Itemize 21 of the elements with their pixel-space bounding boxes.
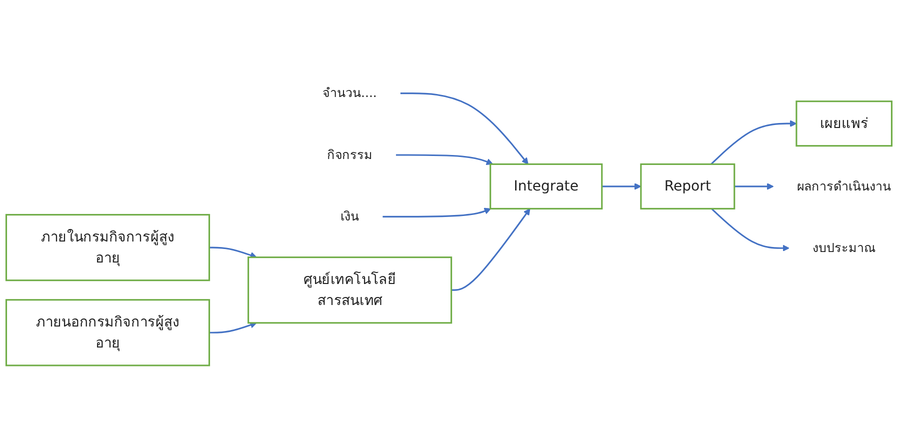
arrow xyxy=(396,154,494,165)
arrow xyxy=(711,208,790,252)
arrow xyxy=(734,182,774,190)
node-text: เงิน xyxy=(340,208,360,224)
node-text: กิจกรรม xyxy=(327,146,372,162)
node-box: Report xyxy=(640,163,736,210)
arrow xyxy=(710,120,797,164)
node-box: ภายนอกกรมกิจการผู้สูงอายุ xyxy=(5,298,210,366)
arrow xyxy=(382,207,492,218)
arrow xyxy=(209,321,257,334)
node-box: เผยแพร่ xyxy=(796,100,892,146)
arrow xyxy=(209,246,257,258)
arrow xyxy=(451,208,530,291)
node-box: ศูนย์เทคโนโลยีสารสนเทศ xyxy=(248,256,452,324)
node-text: งบประมาณ xyxy=(812,240,876,255)
node-box: ภายในกรมกิจการผู้สูงอายุ xyxy=(5,214,210,281)
arrow xyxy=(602,182,642,190)
node-text: ผลการดำเนินงาน xyxy=(796,178,892,194)
arrow xyxy=(400,92,528,164)
node-text: จำนวน.... xyxy=(322,85,377,100)
node-box: Integrate xyxy=(490,163,603,210)
